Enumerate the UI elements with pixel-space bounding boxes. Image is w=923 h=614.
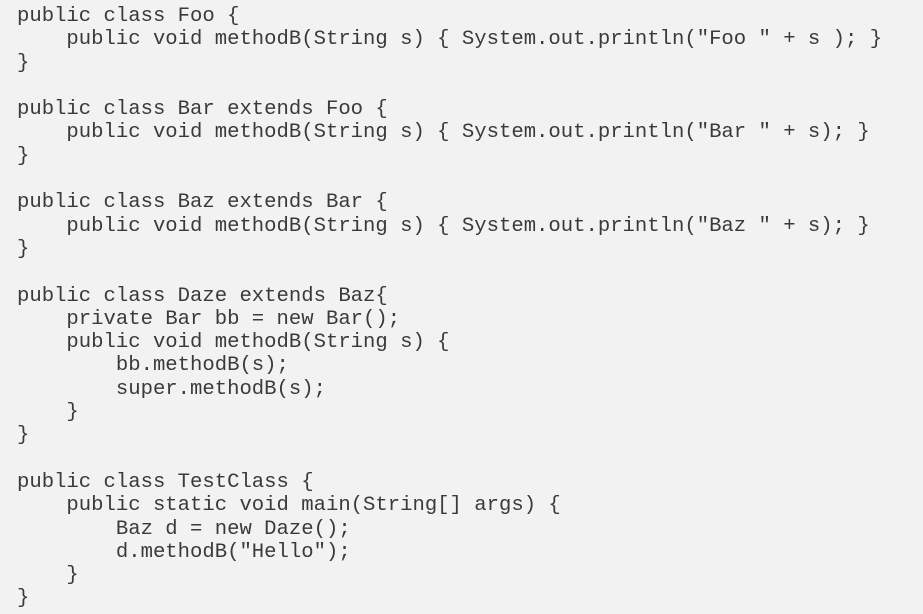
code-line: public void methodB(String s) {: [17, 331, 450, 355]
code-line: public void methodB(String s) { System.o…: [17, 121, 870, 145]
code-line: }: [17, 237, 30, 261]
code-line: }: [17, 564, 79, 588]
code-line: [17, 261, 882, 284]
code-line: }: [17, 424, 30, 448]
code-line: }: [17, 587, 30, 611]
code-line: bb.methodB(s);: [17, 354, 289, 378]
code-line: public class TestClass {: [17, 470, 314, 494]
code-line: [17, 448, 882, 471]
code-line: public class Foo {: [17, 5, 240, 28]
code-line: [17, 168, 882, 191]
code-line: public void methodB(String s) { System.o…: [17, 214, 870, 238]
code-line: public class Baz extends Bar {: [17, 191, 388, 215]
code-block: public class Foo { public void methodB(S…: [17, 5, 882, 611]
code-line: public class Bar extends Foo {: [17, 98, 388, 122]
code-line: public static void main(String[] args) {: [17, 494, 561, 518]
code-line: }: [17, 401, 79, 425]
code-line: }: [17, 51, 30, 75]
code-line: private Bar bb = new Bar();: [17, 307, 401, 331]
code-line: [17, 75, 882, 98]
code-line: }: [17, 144, 30, 168]
code-line: d.methodB("Hello");: [17, 540, 351, 564]
code-line: public class Daze extends Baz{: [17, 284, 388, 308]
code-line: public void methodB(String s) { System.o…: [17, 28, 883, 52]
code-line: super.methodB(s);: [17, 377, 326, 401]
code-line: Baz d = new Daze();: [17, 517, 351, 541]
